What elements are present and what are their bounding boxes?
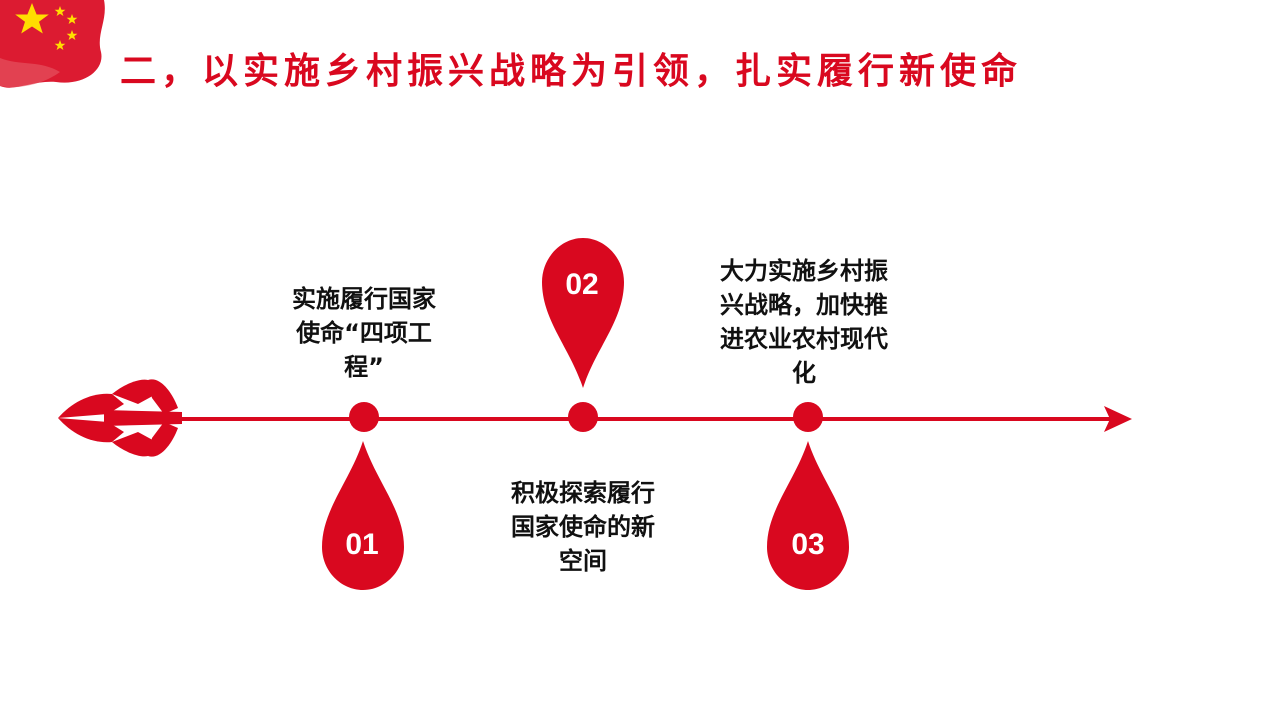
step-number-2: 02	[565, 268, 599, 301]
arrow-head-icon	[1104, 406, 1132, 432]
drop-marker-3	[767, 441, 849, 590]
timeline-node-3	[793, 402, 823, 432]
drop-marker-1	[322, 441, 404, 590]
step-text-1: 实施履行国家使命“四项工程”	[292, 285, 436, 381]
step-number-3: 03	[791, 528, 825, 561]
arrow-feather-icon	[58, 379, 182, 457]
step-text-3: 大力实施乡村振兴战略，加快推进农业农村现代化	[720, 257, 888, 387]
flag-small-star-icon	[54, 40, 66, 50]
timeline-node-1	[349, 402, 379, 432]
timeline-node-2	[568, 402, 598, 432]
slide-title: 二，以实施乡村振兴战略为引领，扎实履行新使命	[120, 51, 1023, 92]
flag-big-star-icon	[15, 3, 49, 34]
flag-small-star-icon	[66, 14, 78, 24]
drop-marker-2	[542, 238, 624, 388]
step-number-1: 01	[345, 528, 379, 561]
step-text-2: 积极探索履行国家使命的新空间	[511, 479, 655, 575]
flag-small-star-icon	[66, 30, 78, 40]
flag-small-star-icon	[54, 6, 66, 16]
china-flag-corner	[0, 0, 105, 88]
